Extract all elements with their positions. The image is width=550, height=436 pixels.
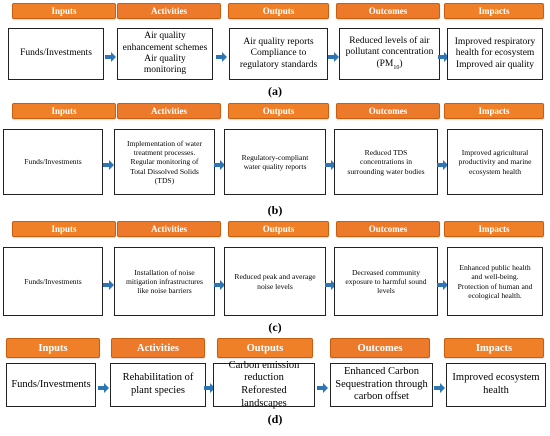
header-impacts: Impacts (444, 3, 544, 19)
header-activities: Activities (117, 3, 221, 19)
flow-arrow-icon (214, 277, 225, 290)
box-text: Funds/Investments (11, 378, 91, 390)
flow-arrow-icon (437, 277, 448, 290)
box-text: Funds/Investments (24, 157, 82, 167)
header-outcomes: Outcomes (336, 221, 440, 237)
header-outcomes: Outcomes (336, 3, 440, 19)
panel-label: (d) (267, 412, 283, 426)
header-outputs: Outputs (228, 221, 329, 237)
box-text: Funds/Investments (20, 48, 92, 59)
box-inputs: Funds/Investments (3, 129, 103, 195)
panel-label: (b) (267, 203, 283, 217)
header-outputs: Outputs (228, 3, 329, 19)
header-inputs: Inputs (12, 221, 116, 237)
flow-arrow-icon (328, 49, 339, 62)
header-inputs: Inputs (12, 103, 116, 119)
box-inputs: Funds/Investments (6, 363, 96, 407)
flow-arrow-icon (437, 157, 448, 170)
flow-arrow-icon (204, 380, 215, 393)
header-inputs: Inputs (12, 3, 116, 19)
flow-arrow-icon (105, 49, 116, 62)
header-impacts: Impacts (444, 221, 544, 237)
header-outcomes: Outcomes (330, 338, 430, 358)
flow-arrow-icon (215, 49, 227, 62)
header-activities: Activities (111, 338, 205, 358)
header-outputs: Outputs (217, 338, 313, 358)
header-impacts: Impacts (444, 338, 544, 358)
panel-label: (c) (268, 320, 282, 334)
header-inputs: Inputs (6, 338, 100, 358)
flow-arrow-icon (438, 49, 449, 62)
panel-label: (a) (268, 84, 282, 98)
box-text: Funds/Investments (24, 276, 82, 286)
flow-arrow-icon (103, 157, 114, 170)
flow-arrow-icon (214, 157, 225, 170)
flow-arrow-icon (103, 277, 114, 290)
flow-arrow-icon (324, 157, 336, 170)
header-outcomes: Outcomes (336, 103, 440, 119)
header-activities: Activities (117, 103, 221, 119)
header-impacts: Impacts (444, 103, 544, 119)
flow-arrow-icon (97, 380, 109, 393)
header-activities: Activities (117, 221, 221, 237)
header-outputs: Outputs (228, 103, 329, 119)
box-inputs: Funds/Investments (3, 247, 103, 316)
box-inputs: Funds/Investments (8, 28, 104, 80)
flow-arrow-icon (434, 380, 445, 393)
flow-arrow-icon (317, 380, 328, 393)
flow-arrow-icon (324, 277, 336, 290)
